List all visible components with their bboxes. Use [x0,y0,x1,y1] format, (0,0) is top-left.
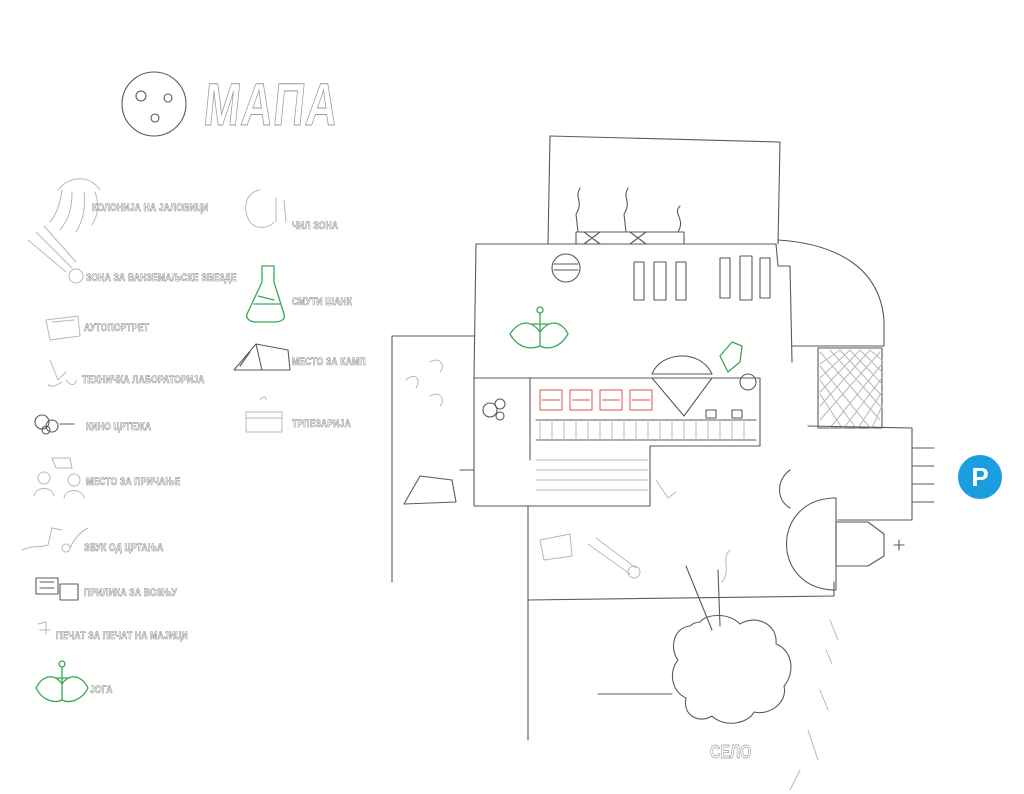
tools-icon [47,359,77,387]
music-note-icon [21,527,89,553]
legend-label-zona-vanbrodovi[interactable]: ЗОНА ЗА ВАНЗЕМАЉСКЕ ЗВЕЗДЕ [86,272,237,285]
legend-label-trpezarija[interactable]: ТРПЕЗАРИЈА [292,418,351,431]
village-label: СЕЛО [710,742,752,763]
cake-icon [245,396,283,433]
frame-icon [45,315,81,341]
comet-icon [27,225,84,284]
main-hall [473,243,793,379]
legend-label-tehnicka-laboratorija[interactable]: ТЕХНИЧКА ЛАБОРАТОРИЈА [82,374,205,387]
right-building [778,425,935,591]
curved-wing [777,239,885,429]
legend-label-autoportret[interactable]: АУТОПОРТРЕТ [84,322,150,335]
center-stage [473,341,761,507]
tent-icon [233,343,291,371]
printer-icon [35,577,79,601]
map-title: МАПА [201,71,343,139]
legend-label-joga[interactable]: ЈОГА [90,684,113,697]
legend-label-chill-zona[interactable]: ЧИЛ ЗОНА [292,220,339,233]
left-annex [391,335,475,583]
lotus-icon [35,660,89,703]
people-icon [33,457,85,499]
right-footpath [721,549,839,791]
legend-label-kino[interactable]: КИНО ЦРТЕЖА [86,421,152,434]
legend-label-prilika[interactable]: ПРИЛИКА ЗА ВОЗЊУ [84,587,178,600]
chill-icon [245,189,287,228]
legend-label-mesto-za-kamp[interactable]: МЕСТО ЗА КАМП [292,356,366,369]
stamp-icon [37,621,51,635]
legend-label-kolonija[interactable]: КОЛОНИЈА НА ЈАЛОВИЦИ [92,202,209,215]
building-top [547,135,781,245]
legend-label-mesto-za-priche[interactable]: МЕСТО ЗА ПРИЧАЊЕ [86,476,181,489]
legend-label-smoothie[interactable]: СМУТИ ШАНК [292,296,353,309]
legend-label-zvuk[interactable]: ЗВУК ОД ЦРТАЊА [84,542,164,555]
yoga-spot [509,306,569,349]
tree-icon [597,565,792,724]
parking-badge[interactable]: P [958,455,1002,499]
legend-label-pechat[interactable]: ПЕЧАТ ЗА ПЕЧАТ НА МАЈИЦИ [56,630,188,643]
flask-icon [246,265,286,323]
lower-area [527,479,835,601]
jellyfish-icon [49,178,101,233]
film-reel-icon [34,414,75,435]
moon-logo-icon [121,71,187,137]
